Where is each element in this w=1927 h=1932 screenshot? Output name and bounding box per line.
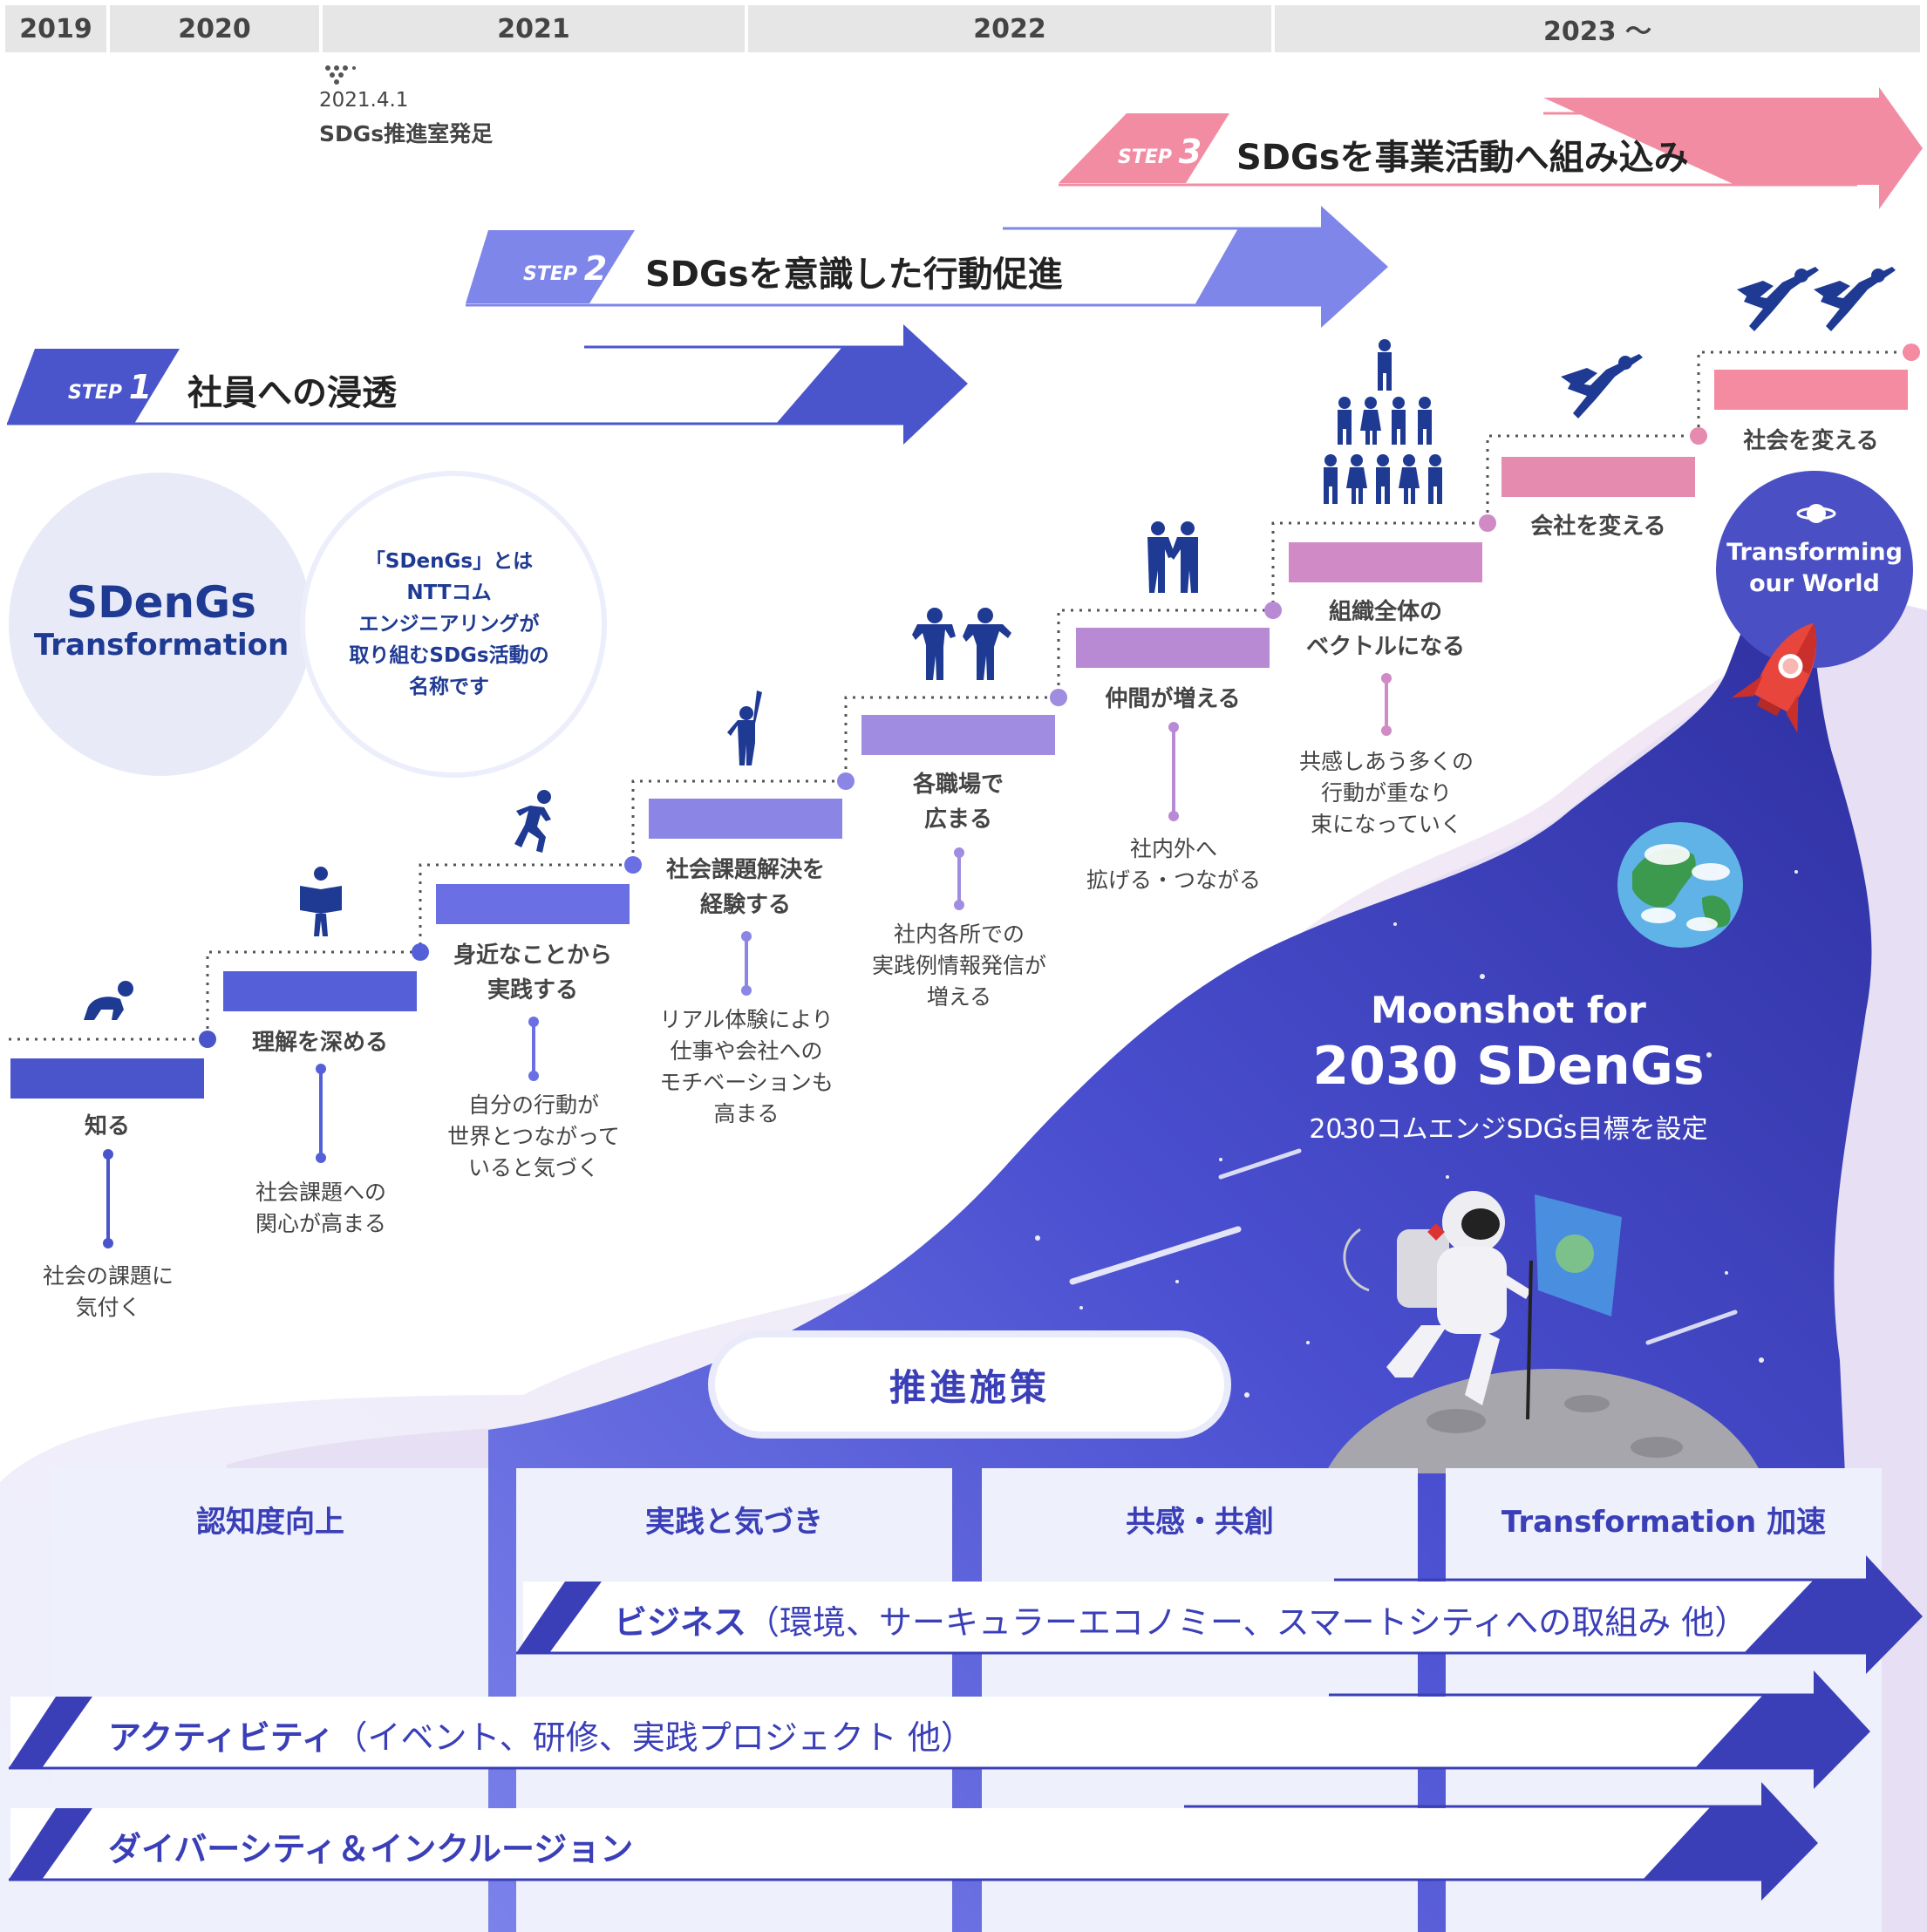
stair-nodes bbox=[199, 344, 1920, 1048]
stair-6-desc: 社内外へ拡げる・つながる bbox=[1086, 836, 1261, 893]
band-activity-text: アクティビティ（イベント、研修、実践プロジェクト 他） bbox=[108, 1718, 974, 1757]
moonshot-line1: Moonshot for bbox=[1371, 989, 1646, 1031]
milestone-marker-icon bbox=[325, 65, 356, 85]
stair-5-title: 各職場で広まる bbox=[912, 772, 1004, 833]
flying-hero-icon-2 bbox=[1814, 267, 1896, 331]
moonshot-line2: 2030 SDenGs bbox=[1312, 1036, 1705, 1097]
stair-bars bbox=[10, 370, 1908, 1099]
pillar-1-title: 認知度向上 bbox=[196, 1505, 344, 1540]
intro-description-circle bbox=[300, 471, 607, 778]
step-arrows bbox=[7, 87, 1923, 445]
promotion-title: 推進施策 bbox=[715, 1337, 1224, 1432]
stair-4-desc: リアル体験により仕事や会社へのモチベーションも高まる bbox=[659, 1007, 834, 1126]
flying-hero-icon-1 bbox=[1737, 267, 1819, 331]
promotion-band-arrows bbox=[9, 1555, 1923, 1901]
two-people-icon bbox=[912, 608, 1011, 680]
astronaut-icon bbox=[1343, 1191, 1622, 1420]
band-diversity-arrow bbox=[9, 1782, 1818, 1901]
stair-3-title: 身近なことから実践する bbox=[453, 942, 612, 1003]
year-2021: 2021 bbox=[323, 5, 745, 52]
stair-9-title: 社会を変える bbox=[1743, 428, 1879, 454]
intro-circle bbox=[9, 473, 312, 776]
pillar-4-title: Transformation 加速 bbox=[1501, 1505, 1827, 1540]
planet-icon bbox=[1796, 504, 1836, 523]
stair-connectors bbox=[103, 673, 1392, 1248]
milestone-date: 2021.4.1 bbox=[319, 89, 409, 112]
band-diversity-text: ダイバーシティ＆インクルージョン bbox=[108, 1830, 634, 1868]
moonshot-line3: 2030コムエンジSDGs目標を設定 bbox=[1309, 1114, 1708, 1145]
handshake-icon bbox=[1147, 521, 1198, 593]
milestone-text: SDGs推進室発足 bbox=[319, 121, 494, 146]
running-person-icon bbox=[514, 790, 551, 853]
intro-description: 「SDenGs」とは NTTコム エンジニアリングが 取り組むSDGs活動の 名… bbox=[349, 550, 549, 698]
step2-label: STEP 2 bbox=[523, 249, 608, 288]
crowd-pyramid-icon bbox=[1324, 339, 1442, 504]
stair-1-title: 知る bbox=[84, 1113, 130, 1139]
stair-3-desc: 自分の行動が世界とつながっていると気づく bbox=[447, 1092, 620, 1180]
step1-title: 社員への浸透 bbox=[187, 373, 397, 413]
intro-subtitle: Transformation bbox=[33, 628, 289, 663]
stair-7-desc: 共感しあう多くの行動が重なり束になっていく bbox=[1298, 749, 1474, 837]
stair-6-title: 仲間が増える bbox=[1105, 686, 1241, 712]
step2-title: SDGsを意識した行動促進 bbox=[645, 255, 1063, 295]
stair-8-title: 会社を変える bbox=[1530, 514, 1666, 540]
stair-1-desc: 社会の課題に気付く bbox=[42, 1263, 174, 1320]
year-2019: 2019 bbox=[5, 5, 106, 52]
intro-title: SDenGs bbox=[66, 577, 256, 628]
year-2020: 2020 bbox=[110, 5, 319, 52]
band-activity-arrow bbox=[9, 1670, 1870, 1789]
step3-label: STEP 3 bbox=[1118, 133, 1202, 171]
stair-2-title: 理解を深める bbox=[251, 1030, 388, 1056]
step1-arrow bbox=[7, 324, 968, 445]
step1-label: STEP 1 bbox=[68, 368, 153, 406]
pointing-person-icon bbox=[727, 690, 762, 765]
flying-hero-icon bbox=[1561, 354, 1643, 418]
band-business-arrow bbox=[516, 1555, 1923, 1674]
year-2022: 2022 bbox=[748, 5, 1271, 52]
earth-icon bbox=[1617, 822, 1743, 948]
year-2023: 2023 〜 bbox=[1275, 5, 1920, 52]
pillar-3-title: 共感・共創 bbox=[1126, 1505, 1274, 1540]
stair-4-title: 社会課題解決を経験する bbox=[665, 857, 825, 918]
staircase bbox=[9, 344, 1920, 1248]
step3-title: SDGsを事業活動へ組み込み bbox=[1236, 138, 1689, 178]
rocket-icon bbox=[1731, 622, 1817, 733]
pillar-2-title: 実践と気づき bbox=[645, 1505, 823, 1540]
step2-arrow bbox=[466, 206, 1388, 328]
crawling-baby-icon bbox=[84, 981, 133, 1020]
stair-7-title: 組織全体のベクトルになる bbox=[1305, 599, 1465, 660]
step3-arrow bbox=[1059, 87, 1923, 209]
reading-person-icon bbox=[300, 867, 342, 936]
moon-icon bbox=[1325, 1369, 1761, 1473]
stair-2-desc: 社会課題への関心が高まる bbox=[255, 1180, 386, 1236]
band-business-text: ビジネス（環境、サーキュラーエコノミー、スマートシティへの取組み 他） bbox=[614, 1603, 1748, 1642]
stair-5-desc: 社内各所での実践例情報発信が増える bbox=[871, 922, 1046, 1010]
